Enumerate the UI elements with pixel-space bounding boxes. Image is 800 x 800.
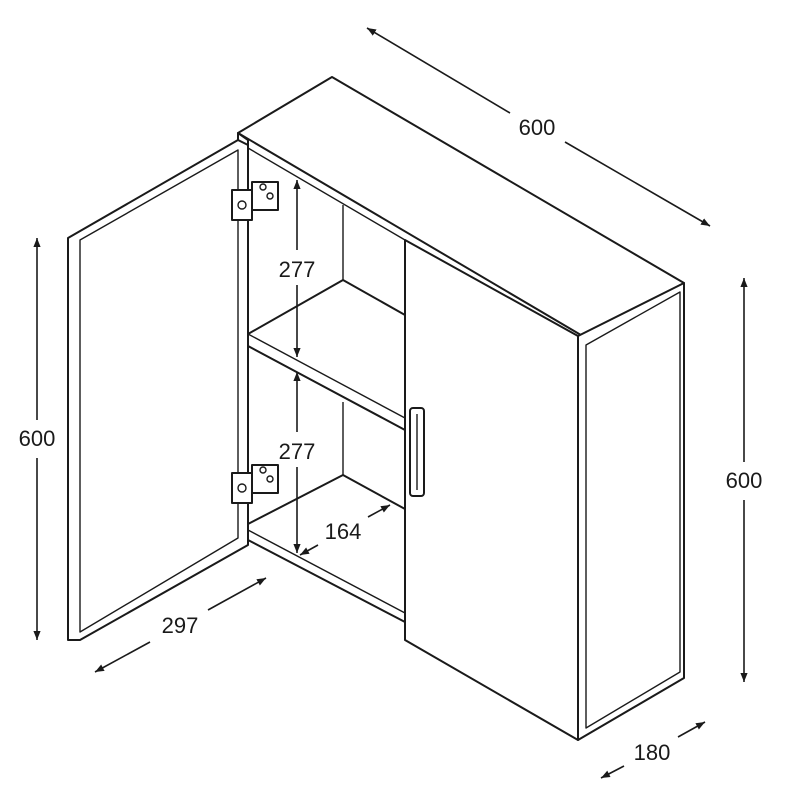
dim-top-width-label: 600 — [519, 115, 556, 140]
dim-depth-label: 180 — [634, 740, 671, 765]
dim-door-width-label: 297 — [162, 613, 199, 638]
left-door-open — [67, 139, 249, 641]
middle-shelf-front-edge-2 — [247, 333, 406, 419]
bottom-panel-front-edge — [247, 529, 406, 614]
dim-depth-line-b — [677, 721, 706, 738]
dim-door-width-line-a — [94, 641, 151, 673]
dim-upper-height-label: 277 — [279, 257, 316, 282]
dim-door-width-line-b — [207, 577, 267, 611]
dim-top-width-line-b — [564, 141, 711, 227]
left-door-inner-edge — [79, 149, 239, 633]
cabinet-right-side — [577, 282, 685, 741]
dim-shelf-depth-line-b — [367, 504, 391, 518]
upper-hinge — [231, 181, 279, 221]
dim-depth-line-a — [600, 765, 625, 779]
dim-right-height-label: 600 — [726, 468, 763, 493]
dim-left-height-label: 600 — [19, 426, 56, 451]
dim-shelf-depth-label: 164 — [325, 519, 362, 544]
middle-shelf-front-edge — [247, 345, 406, 431]
right-side-inner — [585, 291, 681, 729]
middle-shelf — [247, 279, 406, 431]
dim-top-width-line-a — [366, 27, 511, 114]
dim-lower-height-label: 277 — [279, 439, 316, 464]
lower-hinge — [231, 464, 279, 504]
dim-shelf-depth-line-a — [299, 544, 319, 556]
